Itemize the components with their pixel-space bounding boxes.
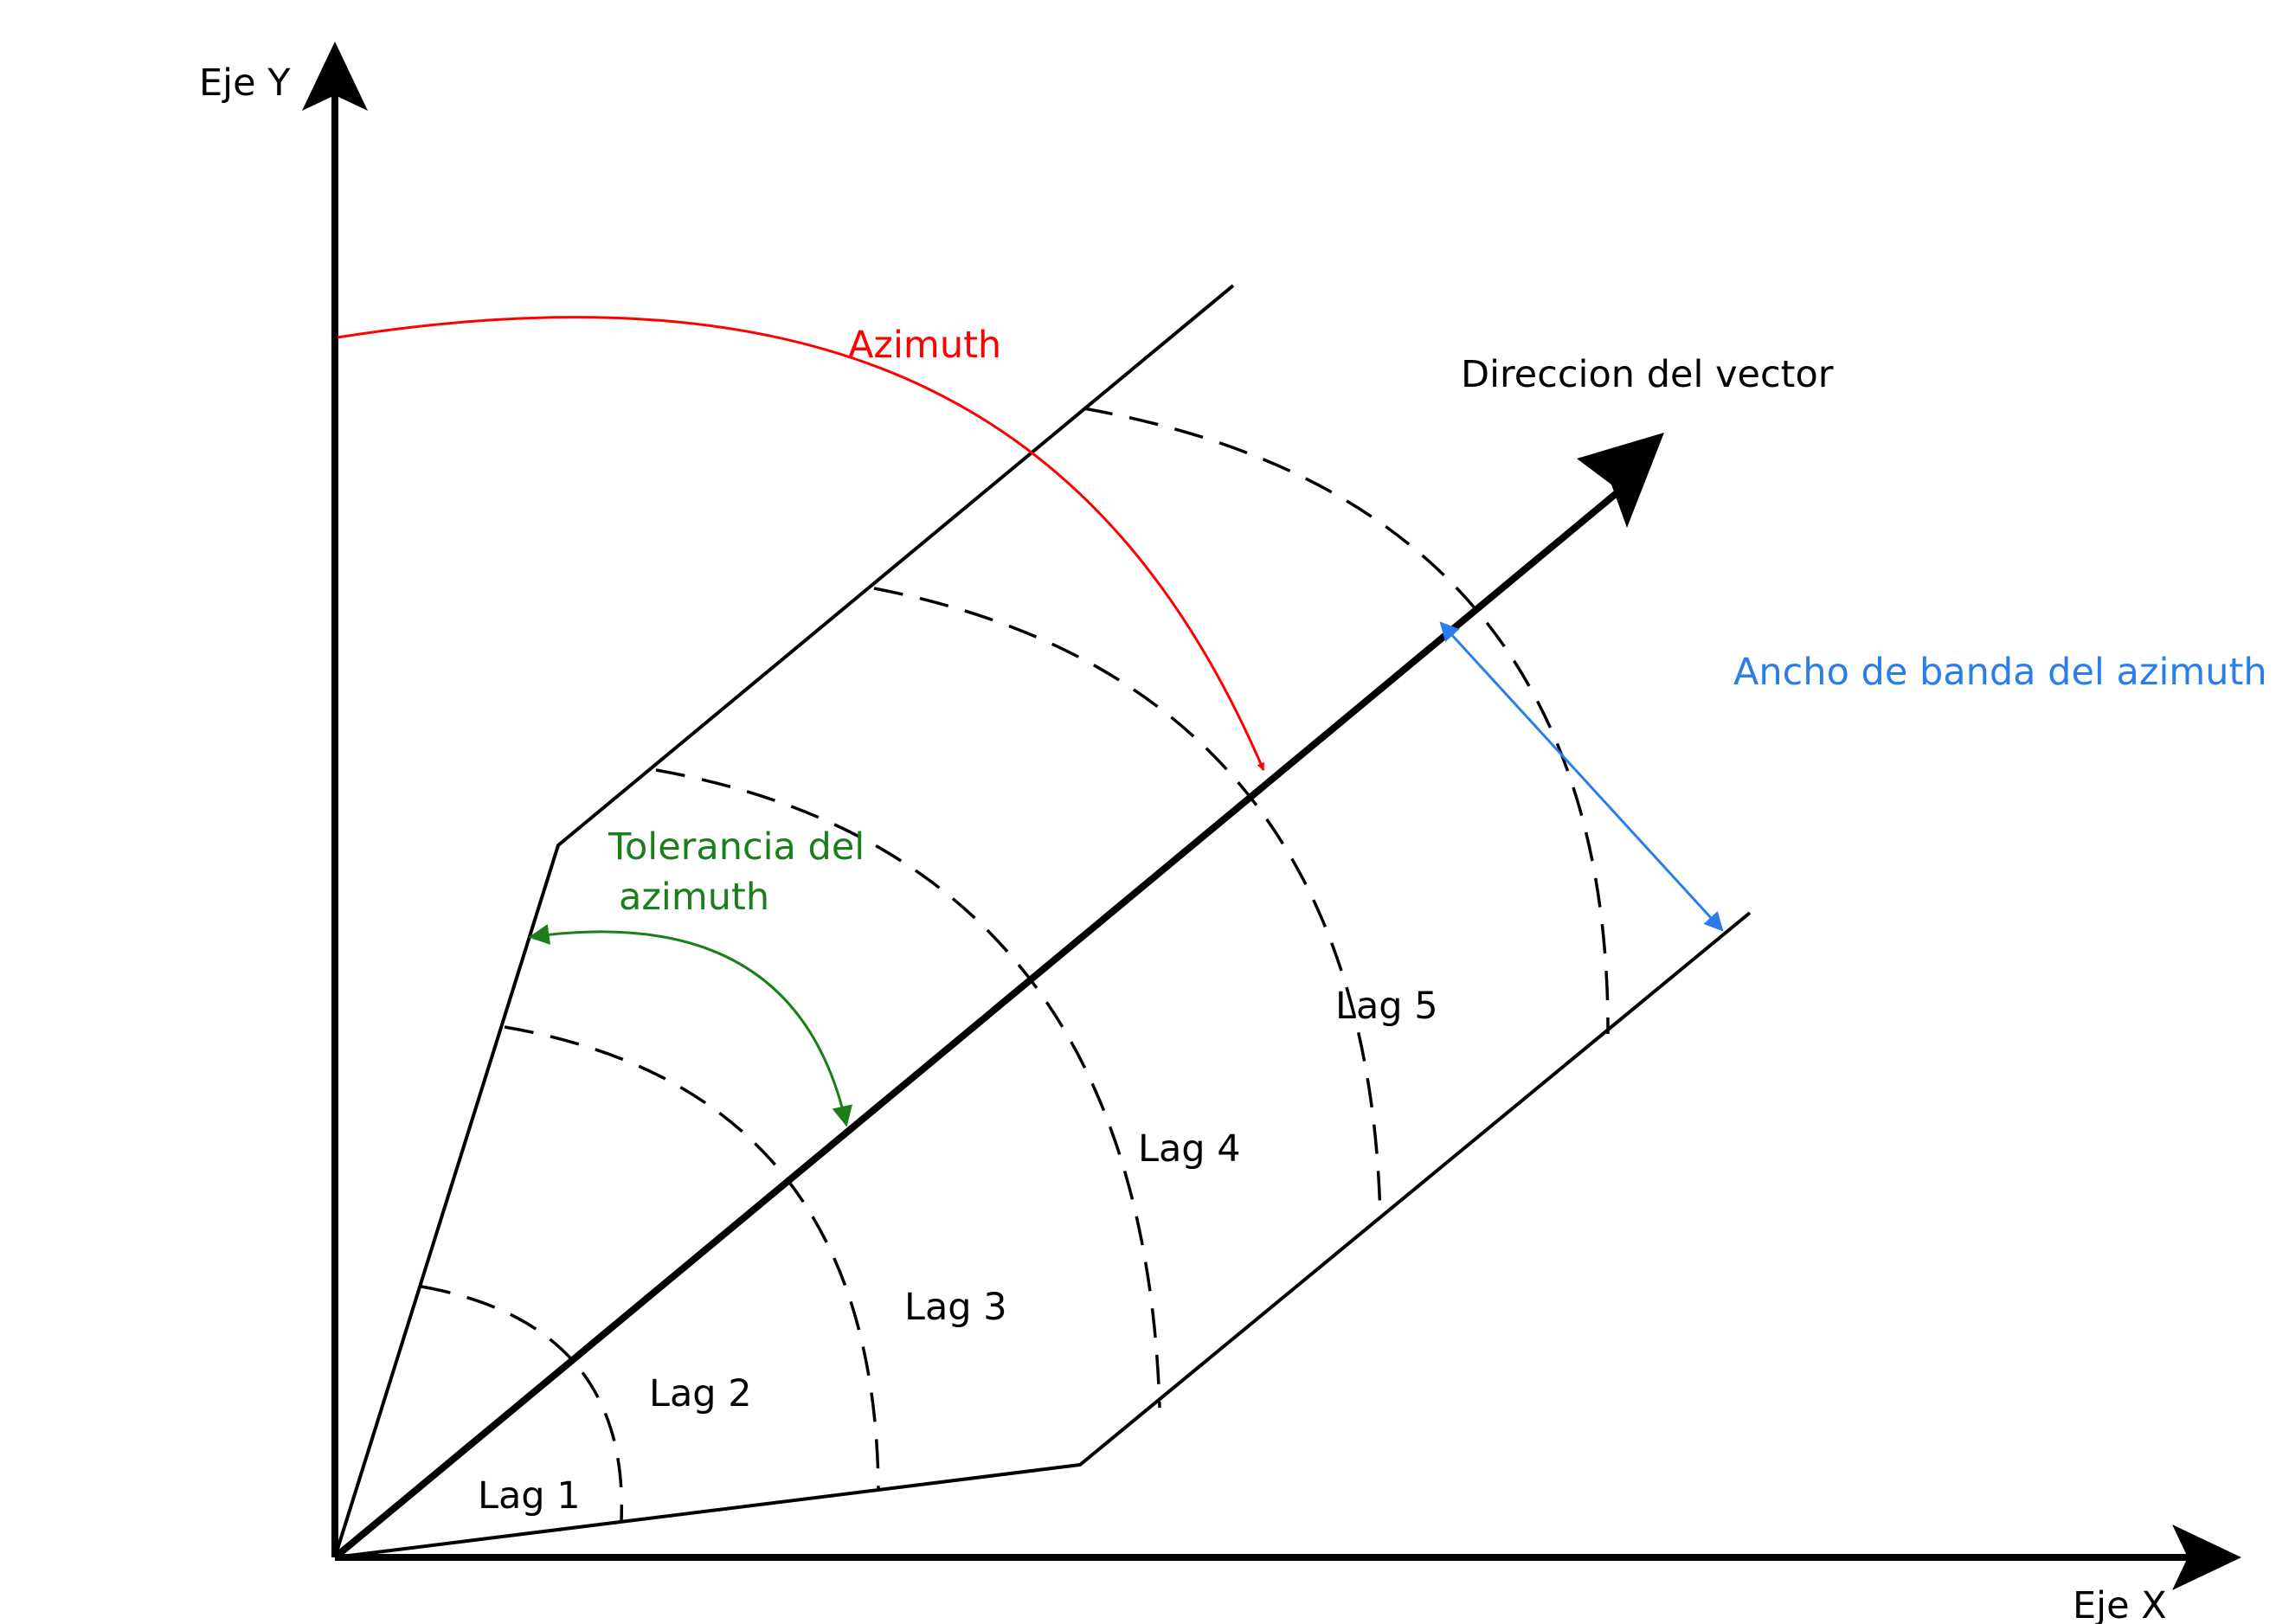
bandwidth-label: Ancho de banda del azimuth (1733, 651, 2267, 694)
lag-boundary-4 (873, 587, 1382, 1219)
lag-boundaries (421, 407, 1610, 1521)
lag-boundary-3 (655, 768, 1161, 1409)
search-window-upper-boundary (333, 284, 1235, 1558)
vector-direction-arrowhead (1577, 433, 1664, 528)
tolerance-label-line2: azimuth (619, 876, 769, 919)
y-axis-label: Eje Y (199, 61, 291, 105)
vector-direction-label: Direccion del vector (1461, 353, 1834, 396)
x-axis-arrowhead (2172, 1525, 2241, 1590)
lag-label-2: Lag 2 (649, 1372, 752, 1415)
vector-direction-line (332, 481, 1630, 1561)
search-window-lower-boundary (334, 911, 1752, 1559)
tolerance-label-line1: Tolerancia del (608, 825, 865, 869)
tolerance-arc (528, 924, 852, 1127)
azimuth-label: Azimuth (848, 324, 1001, 367)
lag-label-4: Lag 4 (1138, 1127, 1241, 1171)
lag-label-5: Lag 5 (1335, 985, 1438, 1028)
lag-label-3: Lag 3 (904, 1286, 1007, 1329)
azimuth-arc (337, 316, 1265, 771)
bandwidth-arrow (1439, 621, 1724, 932)
x-axis-label: Eje X (2073, 1584, 2167, 1624)
lag-label-1: Lag 1 (478, 1474, 581, 1518)
lag-boundary-1 (421, 1285, 624, 1521)
y-axis-arrowhead (302, 42, 368, 111)
